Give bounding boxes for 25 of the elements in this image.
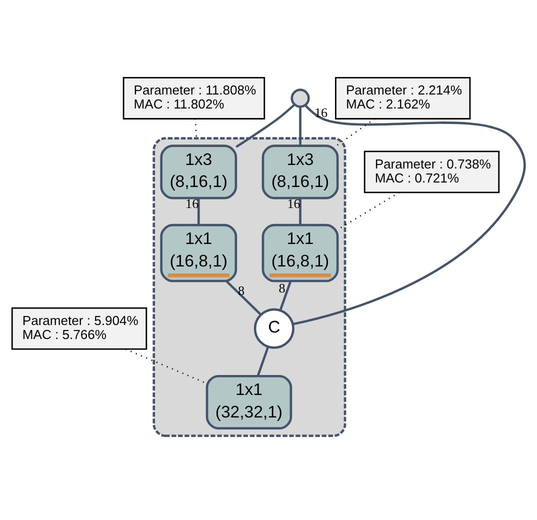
node-box: 1x1 (32,32,1) <box>206 374 292 430</box>
node-circle: C <box>254 308 294 348</box>
node-box: 1x1 (16,8,1) <box>262 223 339 282</box>
connector <box>236 103 296 148</box>
node-box: Parameter : 0.738% MAC : 0.721% <box>364 150 500 193</box>
node-box: Parameter : 11.808% MAC : 11.802% <box>122 76 266 119</box>
edge-label: 8 <box>278 280 286 296</box>
edge-label: 16 <box>314 104 328 120</box>
connector <box>194 118 198 138</box>
node-box: Parameter : 5.904% MAC : 5.766% <box>11 306 148 350</box>
connector <box>279 280 292 310</box>
connector <box>197 198 200 224</box>
connector <box>299 198 302 224</box>
node-circle <box>290 88 310 108</box>
cluster <box>152 136 346 436</box>
edge-label: 8 <box>238 282 244 298</box>
connector <box>226 280 262 315</box>
node-box: 1x3 (8,16,1) <box>262 144 339 199</box>
connector <box>292 104 526 325</box>
connector <box>336 118 376 146</box>
node-box: 1x3 (8,16,1) <box>160 144 238 199</box>
node-box: Parameter : 2.214% MAC : 2.162% <box>335 76 471 119</box>
connector <box>299 106 302 146</box>
node-box: 1x1 (16,8,1) <box>160 223 238 282</box>
connector <box>256 346 270 376</box>
